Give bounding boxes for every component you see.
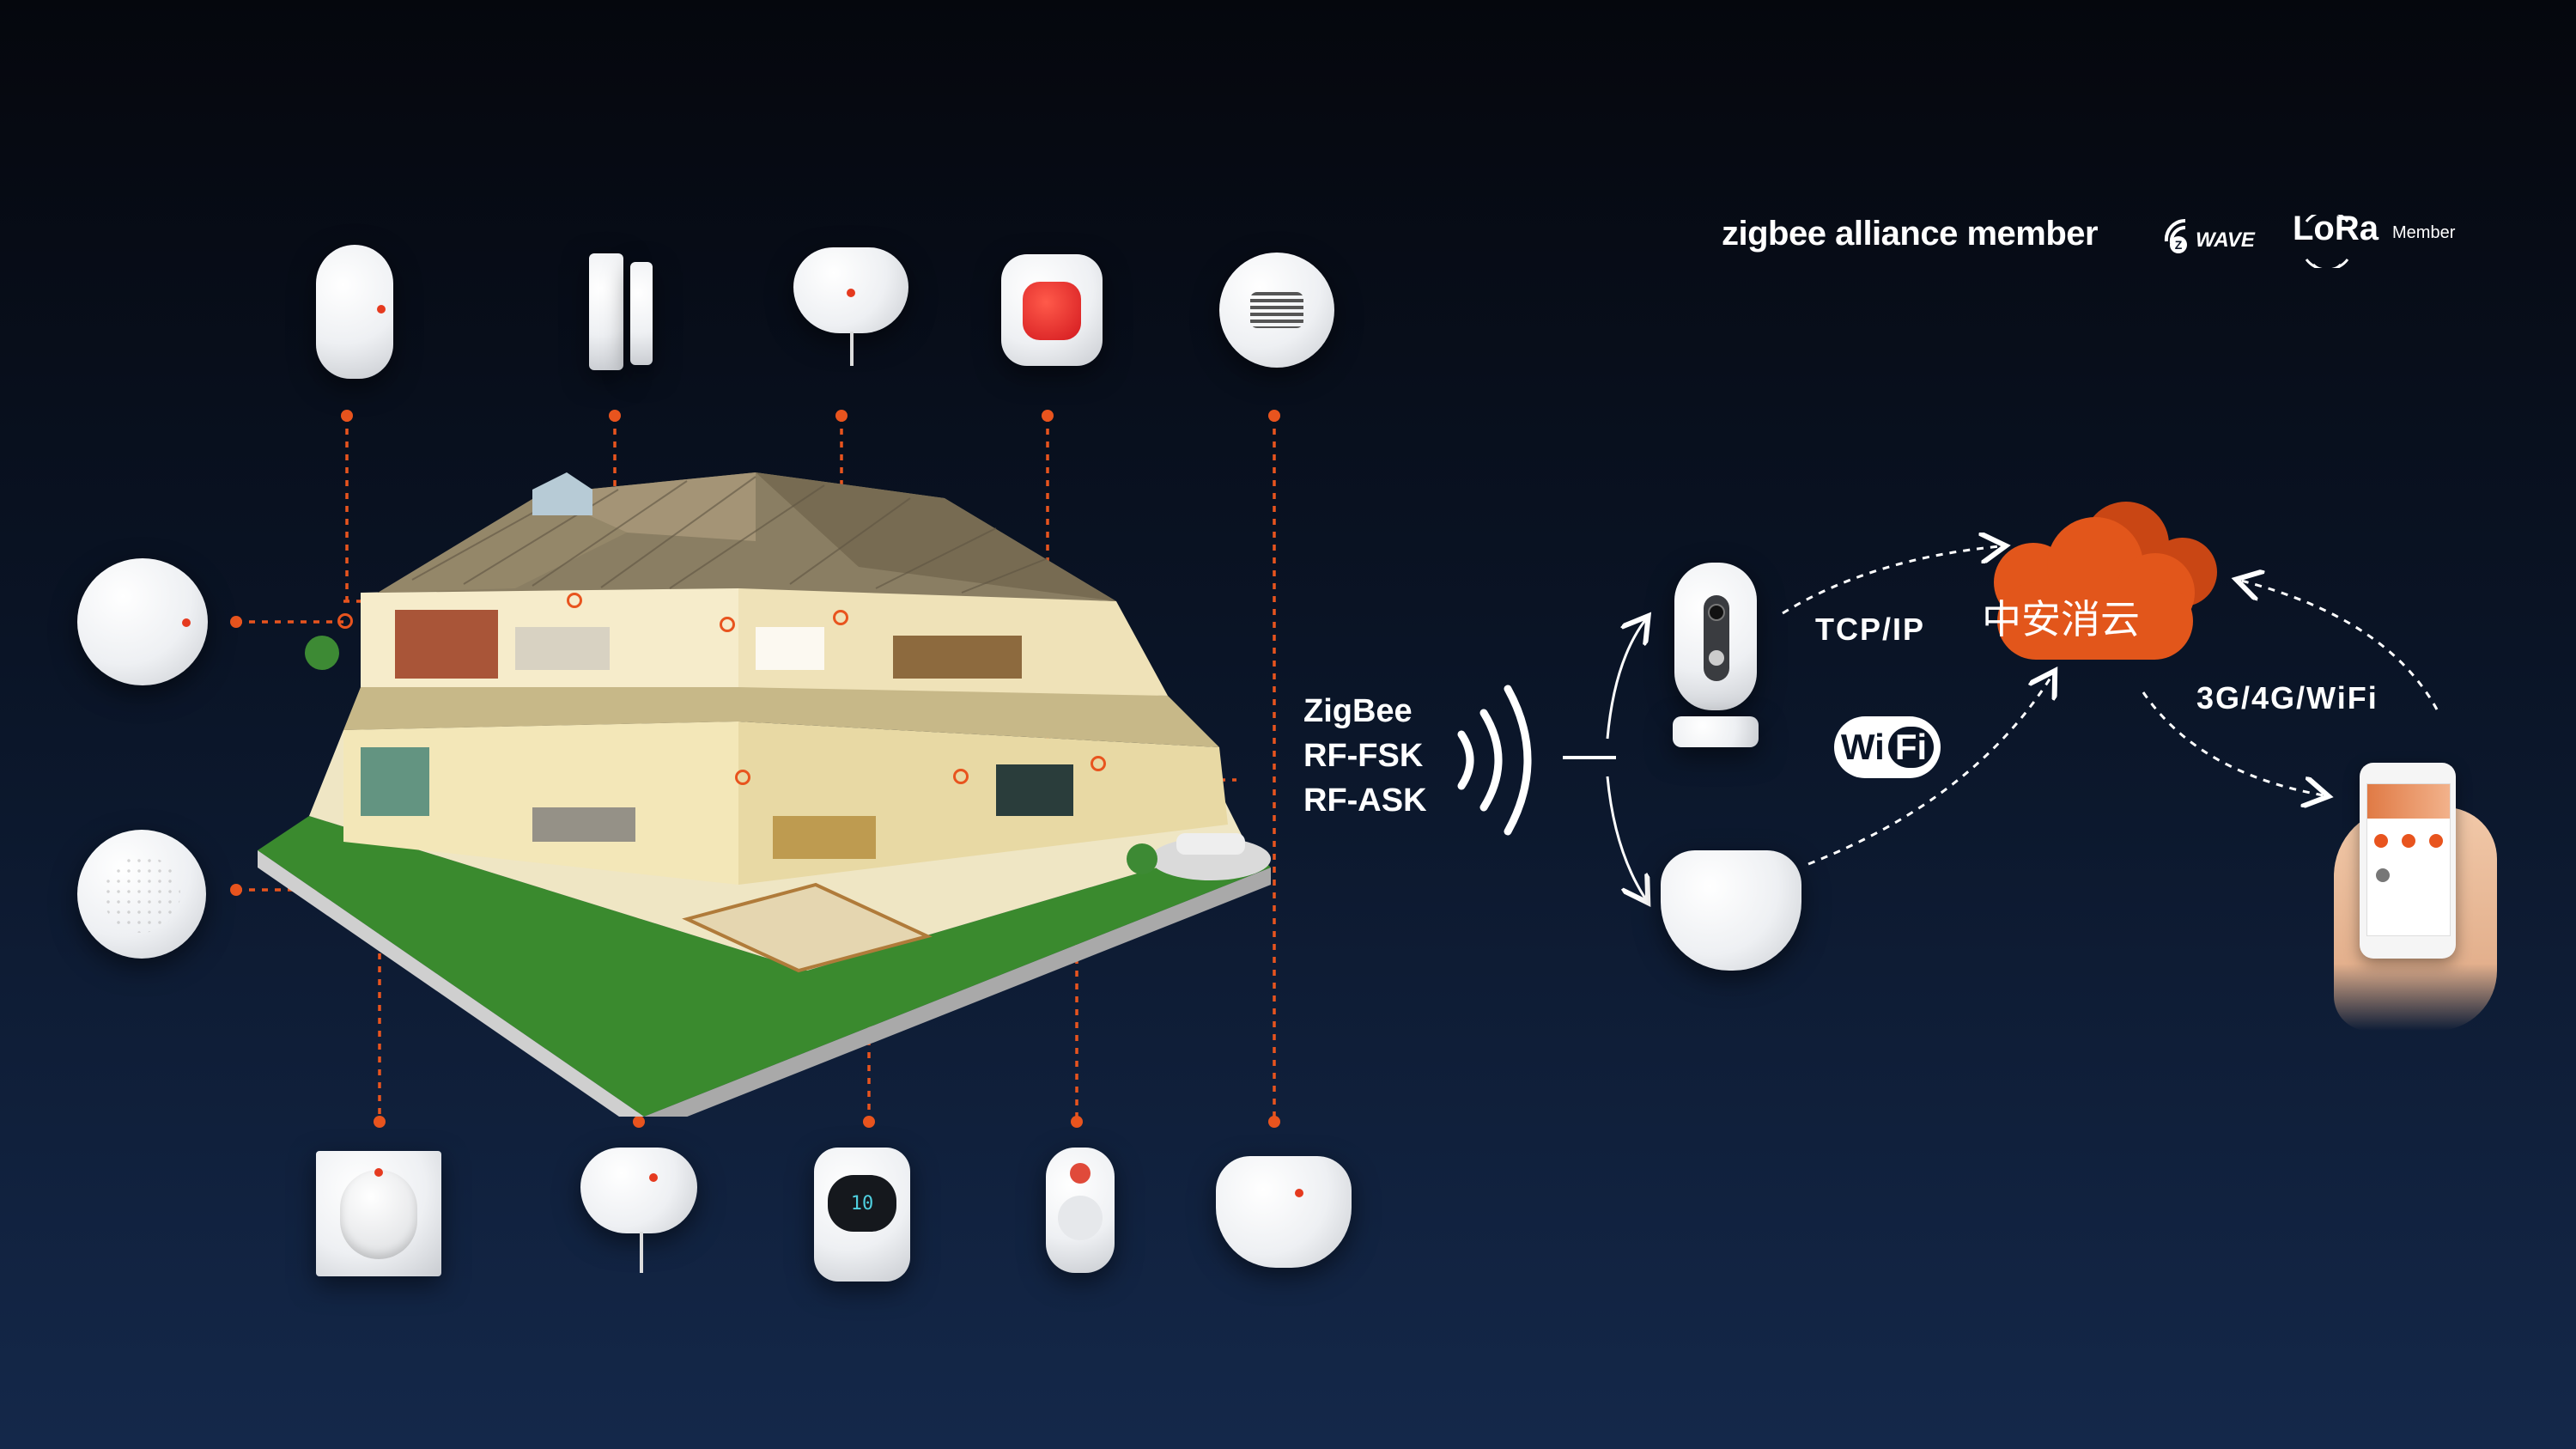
camera-stand: [1673, 716, 1759, 747]
zwave-icon: Z: [2164, 218, 2187, 253]
door-window-sensor: [589, 253, 623, 370]
fob-main-button[interactable]: [1058, 1196, 1103, 1240]
door-window-magnet: [630, 262, 653, 365]
device-marker: [337, 613, 353, 629]
device-marker: [953, 769, 969, 784]
siren: [1219, 253, 1334, 368]
display-value: 10: [850, 1192, 874, 1215]
panic-button-red[interactable]: [1023, 282, 1081, 340]
temperature-display: 10: [814, 1148, 910, 1282]
camera-lens-icon: [1708, 604, 1725, 621]
protocol-rf-ask: RF-ASK: [1303, 782, 1427, 819]
probe-cable: [850, 332, 854, 366]
probe-cable: [640, 1232, 643, 1273]
zwave-text: WAVE: [2196, 228, 2255, 252]
wifi-right-text: Fi: [1887, 727, 1935, 768]
app-icon-row: [2367, 834, 2450, 848]
key-fob-remote: [1046, 1148, 1115, 1273]
lora-logo: LoRa Member: [2293, 210, 2455, 248]
connector-dot: [230, 884, 242, 896]
connector-dot: [863, 1116, 875, 1128]
app-icon[interactable]: [2374, 834, 2388, 848]
mobile-network-label: 3G/4G/WiFi: [2196, 680, 2379, 715]
display-screen: 10: [828, 1175, 896, 1232]
device-marker: [1091, 756, 1106, 771]
siren-grille: [1250, 292, 1303, 328]
panic-button: [1001, 254, 1103, 366]
status-led: [847, 289, 855, 297]
protocol-list: ZigBee RF-FSK RF-ASK: [1303, 689, 1427, 823]
app-icon[interactable]: [2429, 834, 2443, 848]
status-led: [649, 1173, 658, 1182]
fob-sos-button[interactable]: [1070, 1163, 1091, 1184]
status-led: [377, 305, 386, 314]
gas-vent: [103, 855, 180, 933]
svg-text:Z: Z: [2175, 238, 2183, 252]
connector-dot: [1042, 410, 1054, 422]
connector-dot: [1071, 1116, 1083, 1128]
connector-dot: [230, 616, 242, 628]
smartphone[interactable]: [2360, 763, 2456, 959]
app-banner: [2367, 784, 2450, 819]
smoke-detector: [77, 558, 208, 685]
lora-member-text: Member: [2392, 223, 2456, 242]
cloud-label: 中安消云: [1982, 596, 2140, 642]
curtain-pir-sensor: [316, 1151, 441, 1276]
device-marker: [833, 610, 848, 625]
device-marker: [567, 593, 582, 608]
ip-camera: [1674, 563, 1757, 710]
camera-sensor-icon: [1709, 650, 1724, 666]
connector-dot: [1268, 1116, 1280, 1128]
tcp-ip-label: TCP/IP: [1815, 612, 1926, 647]
status-led: [1295, 1189, 1303, 1197]
phone-screen[interactable]: [2366, 783, 2451, 936]
wifi-left-text: Wi: [1840, 727, 1885, 767]
connector-dot: [341, 410, 353, 422]
gateway-hub: [1216, 1156, 1352, 1268]
wifi-logo: Wi Fi: [1834, 716, 1941, 778]
camera-lens-panel: [1704, 595, 1729, 681]
water-leak-sensor: [793, 247, 908, 333]
app-icon[interactable]: [2376, 868, 2390, 882]
connector-dot: [609, 410, 621, 422]
house-illustration: [258, 472, 1271, 1117]
curtain-pir-lens: [340, 1170, 417, 1259]
app-icon[interactable]: [2402, 834, 2415, 848]
gas-detector: [77, 830, 206, 959]
protocol-zigbee: ZigBee: [1303, 693, 1413, 729]
wireless-signal-icon: [1457, 685, 1532, 836]
cloud-icon: [1994, 502, 2217, 660]
protocol-rf-fsk: RF-FSK: [1303, 738, 1424, 774]
device-marker: [720, 617, 735, 632]
lora-signal-icon: [2305, 215, 2349, 268]
water-leak-sensor-2: [580, 1148, 697, 1233]
pir-motion-sensor: [316, 245, 393, 379]
zigbee-logo: zigbee alliance member: [1722, 215, 2099, 253]
smart-gateway: [1661, 850, 1801, 971]
zigbee-text: zigbee alliance member: [1722, 215, 2099, 253]
connector-dot: [374, 1116, 386, 1128]
connector-dot: [835, 410, 848, 422]
status-led: [182, 618, 191, 627]
status-led: [374, 1168, 383, 1177]
connector-dot: [1268, 410, 1280, 422]
lora-text: LoRa: [2293, 210, 2379, 247]
device-marker: [735, 770, 750, 785]
connector-dot: [633, 1116, 645, 1128]
zwave-logo: Z WAVE: [2160, 210, 2255, 259]
app-icon-row: [2376, 868, 2450, 882]
